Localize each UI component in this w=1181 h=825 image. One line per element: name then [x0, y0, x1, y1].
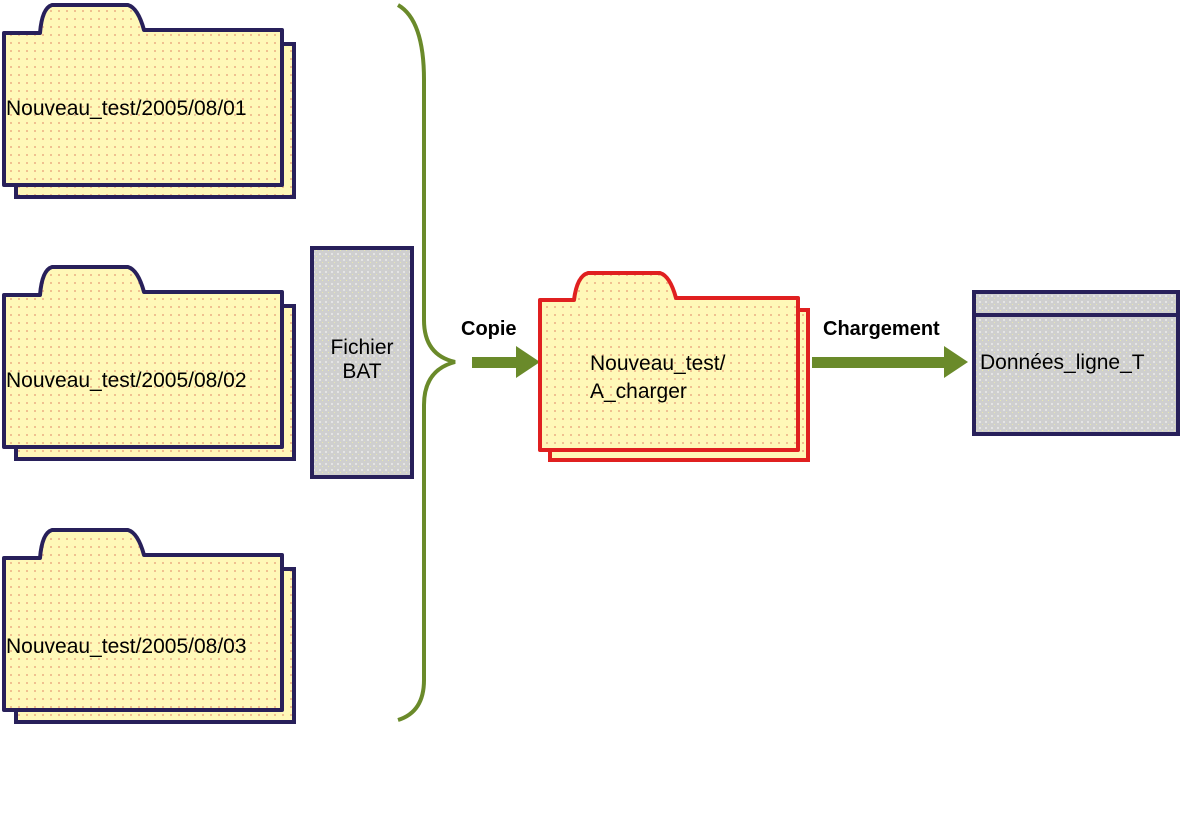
target-folder-line2: A_charger: [590, 380, 687, 403]
load-arrow-label: Chargement: [823, 318, 940, 340]
load-arrow: [812, 346, 968, 378]
source-folder-1[interactable]: [2, 3, 296, 199]
copy-arrow-label: Copie: [461, 318, 517, 340]
source-folder-3-label: Nouveau_test/2005/08/03: [6, 635, 247, 658]
table-label: Données_ligne_T: [980, 351, 1145, 374]
target-folder-line1: Nouveau_test/: [590, 352, 726, 375]
source-folder-2-label: Nouveau_test/2005/08/02: [6, 369, 247, 392]
copy-arrow: [472, 346, 540, 378]
target-folder[interactable]: [538, 271, 810, 462]
source-folder-2[interactable]: [2, 265, 296, 461]
source-folder-3[interactable]: [2, 528, 296, 724]
bat-file-line2: BAT: [342, 360, 382, 383]
grouping-brace: [396, 3, 456, 722]
data-table[interactable]: [972, 290, 1180, 436]
source-folder-1-label: Nouveau_test/2005/08/01: [6, 97, 247, 120]
target-folder-label: Nouveau_test/ A_charger: [590, 350, 725, 406]
bat-file-box[interactable]: [310, 246, 414, 479]
bat-file-label: Fichier BAT: [312, 336, 412, 384]
bat-file-line1: Fichier: [330, 336, 394, 359]
